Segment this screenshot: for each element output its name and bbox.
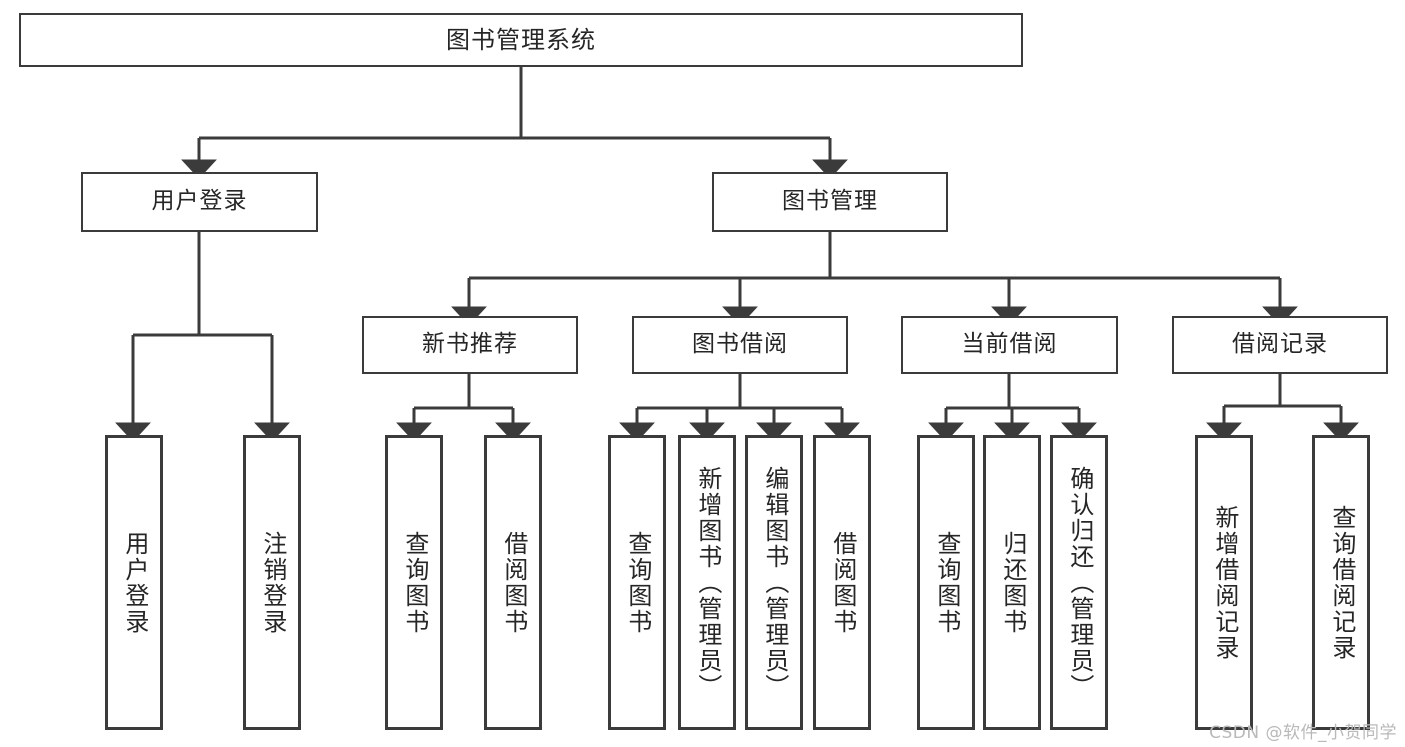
node-leaf-borrow-book-2-label: 借阅图书: [828, 530, 857, 635]
node-leaf-add-record[interactable]: 新增借阅记录: [1195, 435, 1253, 730]
node-current-borrow-label: 当前借阅: [961, 331, 1058, 358]
node-leaf-query-record-label: 查询借阅记录: [1327, 504, 1356, 661]
node-leaf-query-book-1-label: 查询图书: [400, 530, 429, 635]
node-leaf-borrow-book-2[interactable]: 借阅图书: [813, 435, 871, 730]
node-leaf-user-login-label: 用户登录: [120, 530, 149, 635]
node-leaf-edit-book-label: 编辑图书（管理员）: [760, 465, 789, 700]
node-leaf-query-book-1[interactable]: 查询图书: [385, 435, 443, 730]
node-leaf-borrow-book-1[interactable]: 借阅图书: [484, 435, 542, 730]
node-leaf-query-record[interactable]: 查询借阅记录: [1312, 435, 1370, 730]
node-leaf-return-book-label: 归还图书: [998, 530, 1027, 635]
node-book-borrow[interactable]: 图书借阅: [632, 316, 848, 374]
node-borrow-record-label: 借阅记录: [1232, 331, 1328, 358]
node-leaf-confirm-return[interactable]: 确认归还（管理员）: [1050, 435, 1108, 730]
node-current-borrow[interactable]: 当前借阅: [901, 316, 1118, 374]
node-book-borrow-label: 图书借阅: [692, 331, 788, 358]
watermark-text: CSDN @软件_小贺同学: [1209, 723, 1397, 743]
node-leaf-return-book[interactable]: 归还图书: [983, 435, 1041, 730]
node-leaf-borrow-book-1-label: 借阅图书: [499, 530, 528, 635]
node-leaf-query-book-2-label: 查询图书: [623, 530, 652, 635]
node-leaf-confirm-return-label: 确认归还（管理员）: [1065, 465, 1094, 700]
node-leaf-query-book-3-label: 查询图书: [932, 530, 961, 635]
node-leaf-edit-book[interactable]: 编辑图书（管理员）: [745, 435, 803, 730]
node-new-book-rec-label: 新书推荐: [422, 331, 518, 358]
node-new-book-rec[interactable]: 新书推荐: [362, 316, 578, 374]
node-leaf-logout-label: 注销登录: [258, 530, 287, 635]
node-user-login-label: 用户登录: [151, 188, 248, 215]
node-book-manage[interactable]: 图书管理: [712, 172, 948, 232]
node-book-manage-label: 图书管理: [782, 188, 878, 215]
node-user-login[interactable]: 用户登录: [81, 172, 318, 232]
node-leaf-add-book-label: 新增图书（管理员）: [693, 465, 722, 700]
node-leaf-logout[interactable]: 注销登录: [243, 435, 301, 730]
node-root[interactable]: 图书管理系统: [19, 13, 1023, 67]
node-borrow-record[interactable]: 借阅记录: [1172, 316, 1388, 374]
node-leaf-query-book-3[interactable]: 查询图书: [917, 435, 975, 730]
node-leaf-add-record-label: 新增借阅记录: [1210, 504, 1239, 661]
node-root-label: 图书管理系统: [446, 25, 596, 54]
node-leaf-user-login[interactable]: 用户登录: [105, 435, 163, 730]
node-leaf-add-book[interactable]: 新增图书（管理员）: [678, 435, 736, 730]
node-leaf-query-book-2[interactable]: 查询图书: [608, 435, 666, 730]
